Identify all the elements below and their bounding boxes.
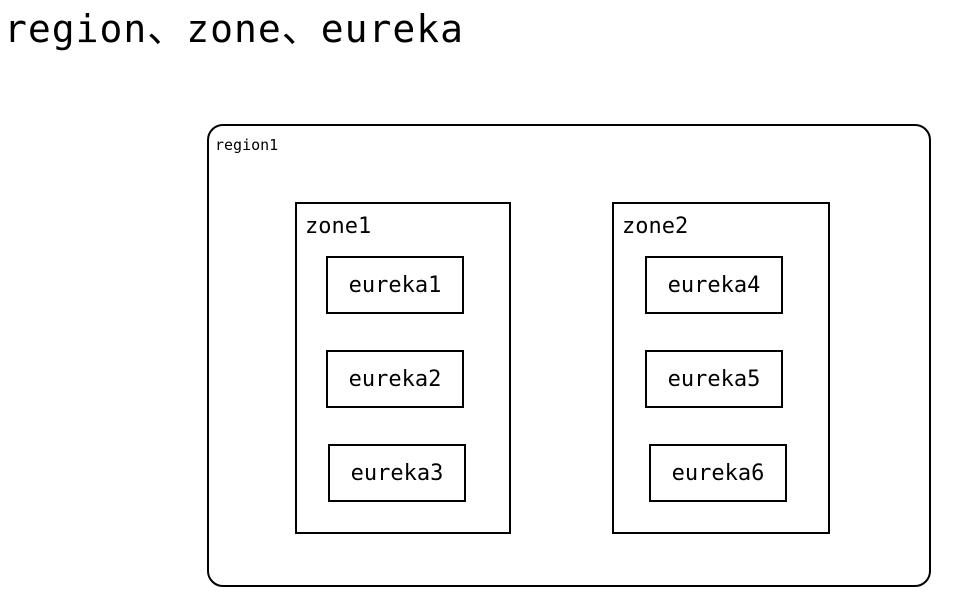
- page-title: region、zone、eureka: [4, 7, 465, 51]
- eureka-node-1: eureka1: [326, 256, 464, 314]
- region-box: region1 zone1 eureka1 eureka2 eureka3 zo…: [207, 124, 931, 587]
- region-label: region1: [215, 136, 279, 154]
- zone-label-2: zone2: [622, 214, 689, 239]
- eureka-node-4: eureka4: [645, 256, 783, 314]
- zone-box-1: zone1 eureka1 eureka2 eureka3: [295, 202, 511, 534]
- zone-label-1: zone1: [305, 214, 372, 239]
- eureka-node-6: eureka6: [649, 444, 787, 502]
- eureka-node-3: eureka3: [328, 444, 466, 502]
- eureka-node-5: eureka5: [645, 350, 783, 408]
- zone-box-2: zone2 eureka4 eureka5 eureka6: [612, 202, 830, 534]
- eureka-node-2: eureka2: [326, 350, 464, 408]
